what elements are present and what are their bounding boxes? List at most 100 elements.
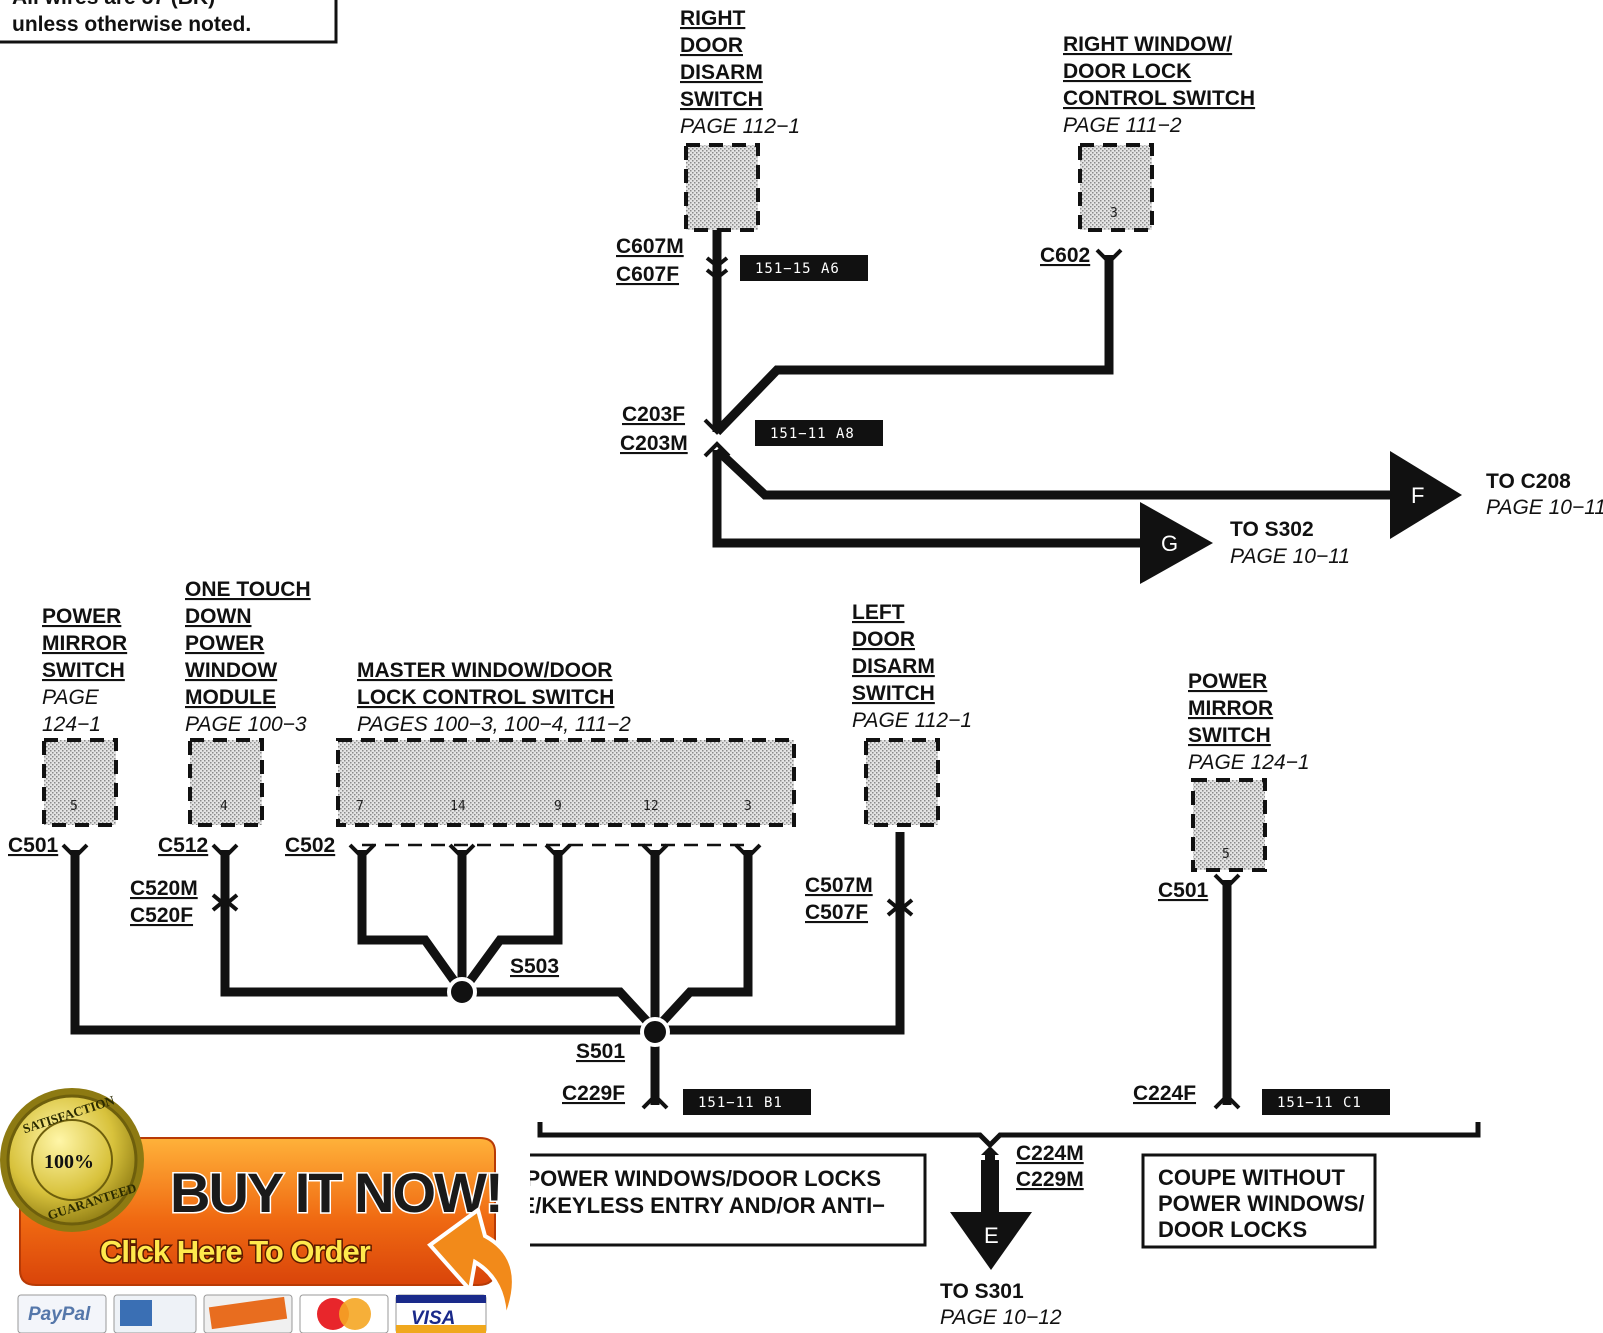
svg-text:PAGE 10−11: PAGE 10−11 bbox=[1230, 545, 1350, 568]
c607m-label: C607M bbox=[616, 235, 684, 258]
satisfaction-seal-icon: SATISFACTION 100% GUARANTEED bbox=[0, 1088, 144, 1232]
c224m-label: C224M bbox=[1016, 1142, 1084, 1165]
svg-text:PAGE 112−1: PAGE 112−1 bbox=[680, 115, 800, 138]
c520f-label: C520F bbox=[130, 904, 193, 927]
pin-5-left: 5 bbox=[70, 799, 78, 814]
c502-label: C502 bbox=[285, 834, 335, 857]
s503-label: S503 bbox=[510, 955, 559, 978]
arrow-g: G TO S302 PAGE 10−11 bbox=[1140, 502, 1350, 584]
svg-text:DOOR LOCKS: DOOR LOCKS bbox=[1158, 1217, 1307, 1242]
connector-labels: C607M C607F C602 C203F C203M C501 C512 C… bbox=[8, 235, 1209, 1191]
svg-text:CONTROL SWITCH: CONTROL SWITCH bbox=[1063, 87, 1255, 110]
pin-5-right: 5 bbox=[1222, 847, 1230, 862]
c501-right-label: C501 bbox=[1158, 879, 1209, 902]
svg-text:POWER: POWER bbox=[42, 605, 121, 628]
svg-text:POWER WINDOWS/: POWER WINDOWS/ bbox=[1158, 1191, 1365, 1216]
c229f-label: C229F bbox=[562, 1082, 625, 1105]
c229m-label: C229M bbox=[1016, 1168, 1084, 1191]
c203m-label: C203M bbox=[620, 432, 688, 455]
wire-tag-1: 151−15 A6 bbox=[740, 255, 868, 281]
svg-text:PAGE 10−11: PAGE 10−11 bbox=[1486, 496, 1603, 519]
left-door-disarm-switch bbox=[864, 738, 940, 827]
svg-text:G: G bbox=[1161, 531, 1178, 556]
svg-text:124−1: 124−1 bbox=[42, 713, 101, 736]
svg-text:DOOR: DOOR bbox=[680, 34, 743, 57]
wires bbox=[70, 230, 1390, 1105]
label-power-mirror-left: POWER MIRROR SWITCH PAGE 124−1 bbox=[42, 605, 127, 736]
c512-label: C512 bbox=[158, 834, 208, 857]
click-here-to-order[interactable]: Click Here To Order bbox=[99, 1233, 374, 1271]
power-mirror-switch-right bbox=[1191, 778, 1267, 872]
svg-text:SWITCH: SWITCH bbox=[852, 682, 935, 705]
bottom-brace bbox=[537, 1122, 1481, 1149]
pin-3-right: 3 bbox=[1110, 206, 1118, 221]
svg-text:F: F bbox=[1411, 483, 1424, 508]
svg-text:PAGE 100−3: PAGE 100−3 bbox=[185, 713, 307, 736]
svg-text:RIGHT WINDOW/: RIGHT WINDOW/ bbox=[1063, 33, 1232, 56]
c501-left-label: C501 bbox=[8, 834, 59, 857]
svg-text:E: E bbox=[984, 1223, 999, 1248]
svg-text:151−15 A6: 151−15 A6 bbox=[755, 261, 840, 277]
payment-methods: PayPal VISA bbox=[17, 1294, 487, 1333]
seal-percent: 100% bbox=[44, 1151, 94, 1173]
c607f-label: C607F bbox=[616, 263, 679, 286]
svg-text:151−11 A8: 151−11 A8 bbox=[770, 426, 855, 442]
svg-text:LOCK CONTROL SWITCH: LOCK CONTROL SWITCH bbox=[357, 686, 614, 709]
svg-text:RIGHT: RIGHT bbox=[680, 7, 746, 30]
svg-text:PAGE 112−1: PAGE 112−1 bbox=[852, 709, 972, 732]
label-right-door-disarm: RIGHT DOOR DISARM SWITCH PAGE 112−1 bbox=[680, 7, 800, 138]
pin-14: 14 bbox=[450, 799, 466, 814]
visa-card-icon: VISA bbox=[411, 1308, 455, 1329]
svg-text:PAGE: PAGE bbox=[42, 686, 100, 709]
svg-text:PAGE 124−1: PAGE 124−1 bbox=[1188, 751, 1310, 774]
svg-text:SWITCH: SWITCH bbox=[1188, 724, 1271, 747]
connector-markers bbox=[61, 248, 1241, 1110]
label-power-mirror-right: POWER MIRROR SWITCH PAGE 124−1 bbox=[1188, 670, 1310, 774]
svg-text:PAGE 10−12: PAGE 10−12 bbox=[940, 1306, 1062, 1329]
svg-text:MIRROR: MIRROR bbox=[42, 632, 127, 655]
buy-it-now-banner[interactable]: BUY IT NOW! Click Here To Order SATISFAC… bbox=[0, 1088, 530, 1333]
splice-s503-dot bbox=[447, 977, 477, 1007]
svg-text:LEFT: LEFT bbox=[852, 601, 905, 624]
pointer-arrow-icon bbox=[427, 1206, 516, 1321]
svg-text:DOOR: DOOR bbox=[852, 628, 915, 651]
svg-text:ONE TOUCH: ONE TOUCH bbox=[185, 578, 311, 601]
label-left-door-disarm: LEFT DOOR DISARM SWITCH PAGE 112−1 bbox=[852, 601, 972, 732]
c507f-label: C507F bbox=[805, 901, 868, 924]
svg-text:COUPE WITHOUT: COUPE WITHOUT bbox=[1158, 1165, 1346, 1190]
c224f-label: C224F bbox=[1133, 1082, 1196, 1105]
svg-text:SWITCH: SWITCH bbox=[42, 659, 125, 682]
svg-text:DISARM: DISARM bbox=[852, 655, 935, 678]
wire-color-note: All wires are 57 (BK) unless otherwise n… bbox=[0, 0, 338, 44]
svg-text:MASTER WINDOW/DOOR: MASTER WINDOW/DOOR bbox=[357, 659, 612, 682]
wire-tag-3: 151−11 B1 bbox=[683, 1089, 811, 1115]
svg-text:151−11 C1: 151−11 C1 bbox=[1277, 1095, 1362, 1111]
one-touch-down-module bbox=[188, 738, 264, 827]
buy-it-now-title[interactable]: BUY IT NOW! bbox=[169, 1160, 506, 1226]
svg-text:POWER: POWER bbox=[1188, 670, 1267, 693]
pin-12: 12 bbox=[643, 799, 659, 814]
master-window-door-lock-switch bbox=[336, 738, 796, 827]
power-mirror-switch-left bbox=[42, 738, 118, 827]
wire-tag-4: 151−11 C1 bbox=[1262, 1089, 1390, 1115]
svg-text:TH POWER WINDOWS/DOOR LOCKS: TH POWER WINDOWS/DOOR LOCKS bbox=[490, 1166, 881, 1191]
svg-text:TO S302: TO S302 bbox=[1230, 518, 1314, 541]
svg-text:MODULE: MODULE bbox=[185, 686, 276, 709]
s501-label: S501 bbox=[576, 1040, 625, 1063]
svg-text:WINDOW: WINDOW bbox=[185, 659, 277, 682]
label-right-window-door-lock: RIGHT WINDOW/ DOOR LOCK CONTROL SWITCH P… bbox=[1063, 33, 1255, 137]
wire-tag-2: 151−11 A8 bbox=[755, 420, 883, 446]
c507m-label: C507M bbox=[805, 874, 873, 897]
splice-s501-dot bbox=[640, 1017, 670, 1047]
svg-text:PAGE 111−2: PAGE 111−2 bbox=[1063, 114, 1182, 137]
label-one-touch-down: ONE TOUCH DOWN POWER WINDOW MODULE PAGE … bbox=[185, 578, 311, 736]
right-window-door-lock-switch bbox=[1078, 143, 1154, 232]
svg-text:TO C208: TO C208 bbox=[1486, 470, 1571, 493]
svg-text:DOOR LOCK: DOOR LOCK bbox=[1063, 60, 1191, 83]
right-door-disarm-switch bbox=[684, 143, 760, 232]
svg-text:DOWN: DOWN bbox=[185, 605, 252, 628]
svg-text:151−11 B1: 151−11 B1 bbox=[698, 1095, 783, 1111]
pin-7: 7 bbox=[356, 799, 364, 814]
svg-text:TO S301: TO S301 bbox=[940, 1280, 1024, 1303]
